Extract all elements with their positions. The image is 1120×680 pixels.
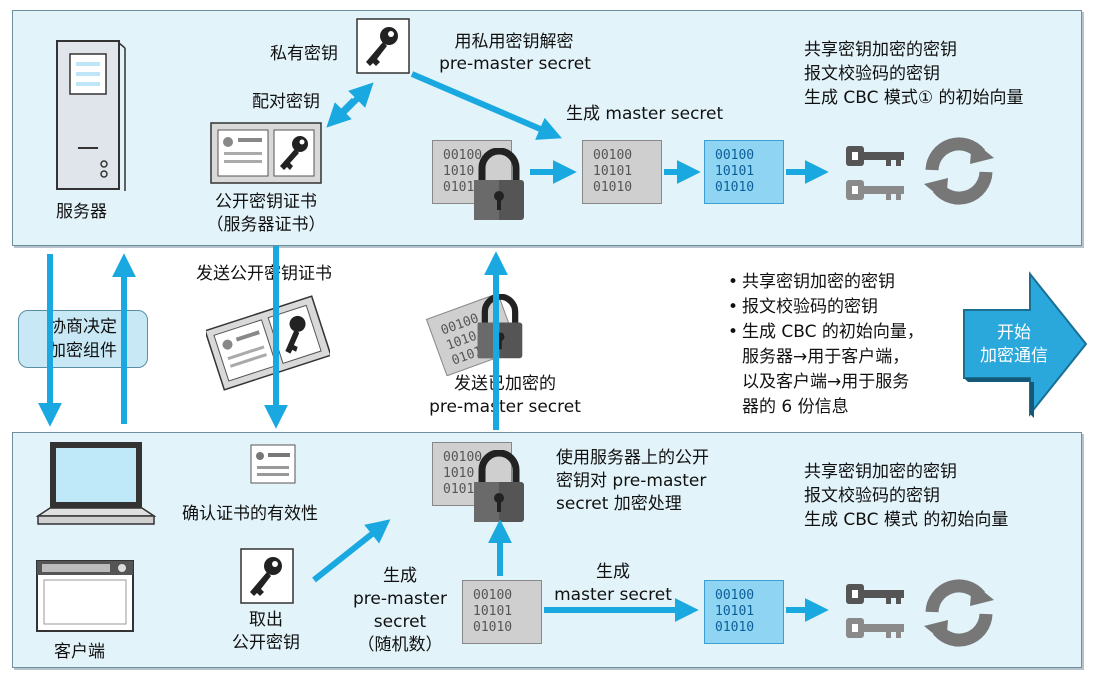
keys-icon-bottom (846, 580, 906, 650)
public-key-icon (240, 548, 294, 608)
gen-master-label-bottom-2: master secret (554, 585, 672, 605)
certificate-icon (210, 122, 322, 188)
pair-key-label: 配对密钥 (252, 92, 320, 112)
bullet-4: 服务器→用于客户端， (742, 347, 910, 367)
server-icon (56, 40, 126, 196)
bullet-6: 器的 6 份信息 (742, 397, 849, 417)
bullet-3: •生成 CBC 的初始向量， (728, 322, 924, 342)
lock-icon-bottom (470, 449, 528, 528)
take-key-label-1: 取出 (249, 610, 283, 630)
cert-label-2: （服务器证书） (206, 215, 326, 235)
browser-icon (36, 560, 134, 636)
start-label-1: 开始 (997, 323, 1031, 343)
keys-list-bottom-1: 共享密钥加密的密钥 (804, 462, 957, 482)
refresh-icon-bottom (918, 572, 1000, 658)
keys-list-top-3: 生成 CBC 模式① 的初始向量 (804, 88, 1024, 108)
refresh-icon-top (918, 130, 1000, 216)
encrypt-label-3: secret 加密处理 (556, 494, 682, 514)
private-key-label: 私有密钥 (270, 44, 338, 64)
send-encrypted-label-2: pre-master secret (429, 397, 581, 417)
send-cert-label: 发送公开密钥证书 (196, 264, 332, 284)
encrypt-label-2: 密钥对 pre-master (556, 471, 707, 491)
lock-icon-top (470, 147, 528, 226)
keys-list-top-1: 共享密钥加密的密钥 (804, 40, 957, 60)
keys-icon-top (846, 142, 906, 212)
start-label-2: 加密通信 (980, 346, 1048, 366)
bullet-1: •共享密钥加密的密钥 (728, 272, 895, 292)
negotiate-cipher-box: 协商决定 加密组件 (18, 310, 148, 368)
keys-list-bottom-3: 生成 CBC 模式 的初始向量 (804, 510, 1009, 530)
bullet-5: 以及客户端→用于服务 (742, 372, 910, 392)
server-label: 服务器 (56, 202, 107, 222)
keys-list-top-2: 报文校验码的密钥 (804, 64, 940, 84)
encrypt-label-1: 使用服务器上的公开 (556, 448, 709, 468)
laptop-icon (35, 438, 157, 542)
decrypt-label-2: pre-master secret (439, 54, 591, 74)
send-encrypted-label-1: 发送已加密的 (454, 374, 556, 394)
gen-pre-label-3: secret (373, 612, 427, 632)
bullet-2: •报文校验码的密钥 (728, 297, 878, 317)
gen-pre-label-4: （随机数） (357, 635, 443, 655)
cert-label-1: 公开密钥证书 (215, 192, 317, 212)
decrypt-label-1: 用私用密钥解密 (454, 32, 574, 52)
gen-pre-label-2: pre-master (353, 589, 447, 609)
gen-master-label-bottom-1: 生成 (596, 562, 630, 582)
verify-label: 确认证书的有效性 (182, 504, 318, 524)
keys-list-bottom-2: 报文校验码的密钥 (804, 486, 940, 506)
private-key-icon (356, 18, 410, 78)
lock-icon-sent (474, 293, 526, 364)
client-label: 客户端 (54, 642, 105, 662)
take-key-label-2: 公开密钥 (232, 633, 300, 653)
gen-pre-label-1: 生成 (383, 566, 417, 586)
small-cert-icon (250, 444, 296, 488)
certificate-icon-sent (204, 292, 332, 398)
info-bullets: •共享密钥加密的密钥 •报文校验码的密钥 •生成 CBC 的初始向量， 服务器→… (728, 270, 924, 420)
gen-master-label-top: 生成 master secret (566, 104, 724, 124)
start-encryption-arrow (960, 270, 1090, 422)
